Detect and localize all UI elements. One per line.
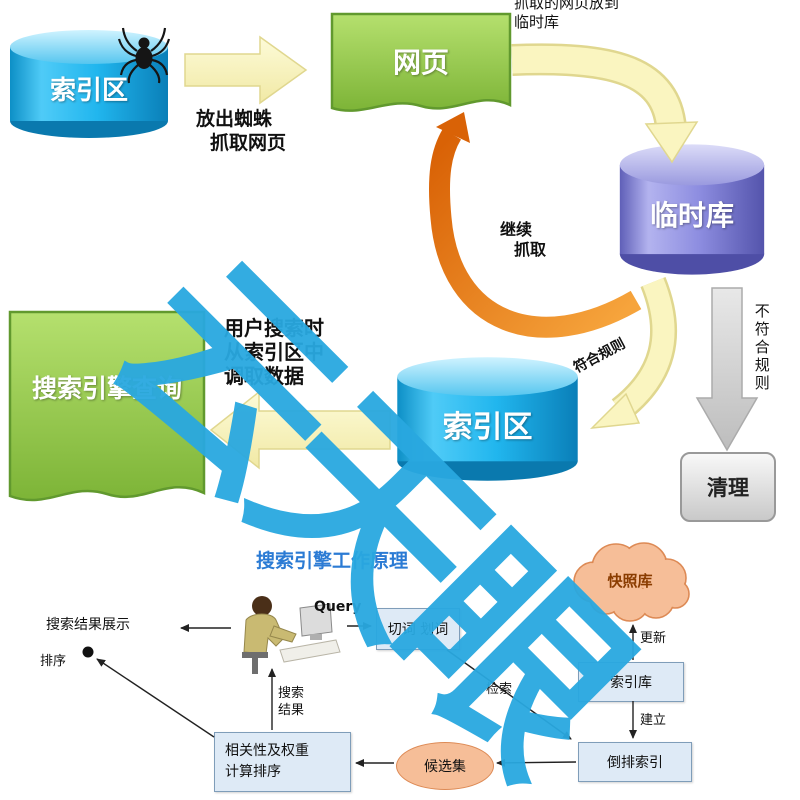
snapshot-label: 快照库 <box>607 571 653 590</box>
segmentation-label: 切词 划词 <box>387 622 449 638</box>
index-store-box: 索引库 <box>578 662 684 702</box>
to-temp-note-line2: 临时库 <box>514 12 560 31</box>
recrawl-note-line2: 抓取 <box>514 240 547 259</box>
candidate-set-ellipse: 候选集 <box>396 742 494 790</box>
index-db2-cylinder: 索引区 <box>395 355 580 483</box>
query-note: 用户搜索时 从索引区中 调取数据 <box>224 316 324 388</box>
crawl-note: 放出蜘蛛 抓取网页 <box>196 108 286 156</box>
result-note: 搜索 结果 <box>278 686 304 720</box>
webpage-document: 网页 <box>330 12 512 127</box>
snapshot-cloud: 快照库 <box>560 538 700 622</box>
index-store-label: 索引库 <box>610 675 652 691</box>
retrieve-label: 检索 <box>486 682 513 697</box>
search-query-document: 搜索引擎查询 <box>8 310 206 515</box>
cylinder-shape <box>397 357 578 481</box>
recrawl-note-line1: 继续 <box>500 220 533 239</box>
ranking-box: 相关性及权重 计算排序 <box>214 732 351 792</box>
ranking-line2: 计算排序 <box>225 764 281 780</box>
ranking-line1: 相关性及权重 <box>225 743 309 759</box>
webpage-label: 网页 <box>392 45 449 79</box>
to-temp-note-line1: 抓取的网页放到 <box>514 0 620 12</box>
clean-label: 清理 <box>707 476 749 500</box>
query-note-line3: 调取数据 <box>224 364 304 388</box>
display-note-line1: 搜索结果展示 <box>46 617 130 633</box>
inverted-index-label: 倒排索引 <box>607 755 663 771</box>
inverted-index-box: 倒排索引 <box>578 742 692 782</box>
bottom-title: 搜索引擎工作原理 <box>256 550 409 572</box>
result-note-line1: 搜索 <box>278 686 305 701</box>
update-label: 更新 <box>640 631 667 646</box>
user-computer-illustration <box>222 588 342 683</box>
index-db-label: 索引区 <box>49 75 128 106</box>
query-word: Query <box>314 599 362 615</box>
ranking-label: 相关性及权重 计算排序 <box>225 741 309 783</box>
build-label: 建立 <box>640 713 667 728</box>
index-db2-label: 索引区 <box>442 410 533 445</box>
search-query-label: 搜索引擎查询 <box>31 373 182 403</box>
crawl-note-line1: 放出蜘蛛 <box>196 108 273 130</box>
recrawl-note: 继续 抓取 <box>500 220 546 260</box>
document-shape <box>330 12 512 112</box>
person-computer-icon <box>242 596 341 674</box>
match-rule-note: 符合规则 <box>571 335 629 377</box>
clean-box: 清理 <box>680 452 776 522</box>
result-note-line2: 结果 <box>278 702 305 718</box>
segmentation-box: 切词 划词 <box>376 608 460 650</box>
document-shape <box>8 310 206 502</box>
display-note-line2: 排序 <box>40 654 67 669</box>
to-temp-note: 抓取的网页放到 临时库 <box>514 0 619 32</box>
candidate-set-label: 候选集 <box>424 759 466 775</box>
query-note-line2: 从索引区中 <box>224 340 324 364</box>
crawl-note-line2: 抓取网页 <box>210 131 287 154</box>
cloud-shape <box>573 542 690 622</box>
temp-db-label: 临时库 <box>649 198 734 232</box>
query-note-line1: 用户搜索时 <box>224 316 324 340</box>
not-match-rule-note: 不符合规则 <box>752 303 771 393</box>
